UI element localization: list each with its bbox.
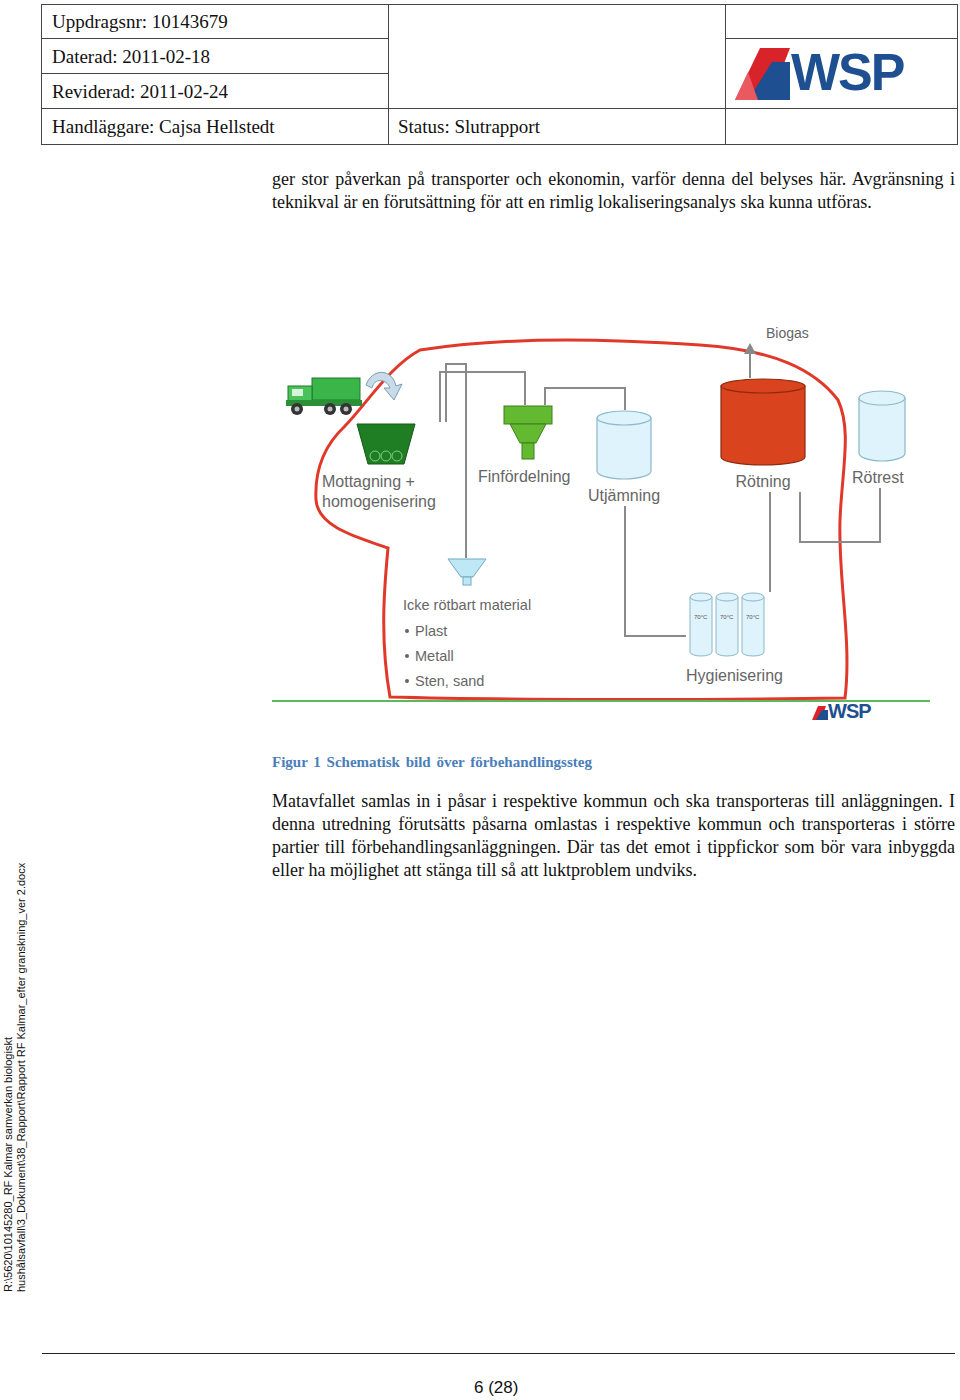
logo-text: WSP (828, 700, 871, 723)
pipe-connector (800, 488, 880, 542)
equipment-icon (596, 410, 652, 480)
figure-caption: Figur 1 Schematisk bild över förbehandli… (272, 754, 592, 771)
header-cell: Status: Slutrapport (398, 116, 540, 138)
header-table (42, 5, 958, 145)
node-label: Utjämning (588, 486, 660, 506)
node-label: Rötrest (852, 468, 904, 488)
list-text: Metall (415, 646, 454, 666)
bullet-dot (405, 679, 409, 683)
logo-mark (735, 48, 790, 100)
body-paragraph: Matavfallet samlas in i påsar i respekti… (272, 790, 955, 882)
logo-text: WSP (791, 42, 903, 102)
bullet-dot (405, 654, 409, 658)
header-cell: Handläggare: Cajsa Hellstedt (52, 116, 275, 138)
process-node: Icke rötbart materialPlastMetallSten, sa… (403, 558, 531, 691)
equipment-icon (503, 405, 553, 461)
biogas-arrow (744, 343, 756, 378)
temperature-label: 70°C (720, 614, 733, 620)
pipe-connector (625, 506, 686, 636)
process-node: Utjämning (588, 410, 660, 506)
list-item: Sten, sand (403, 671, 484, 691)
temperature-label: 70°C (694, 614, 707, 620)
dump-arrow (366, 372, 402, 400)
list-item: Plast (403, 621, 447, 641)
bullet-dot (405, 629, 409, 633)
header-cell: Uppdragsnr: 10143679 (52, 11, 228, 33)
process-node: Finfördelning (478, 405, 571, 487)
pipe-connector (545, 388, 625, 410)
truck-illustration (286, 378, 362, 415)
body-paragraph: ger stor påverkan på transporter och eko… (272, 168, 955, 214)
pipe-connector (446, 364, 466, 558)
process-node: Rötrest (852, 390, 906, 488)
page-number: 6 (28) (474, 1378, 518, 1398)
header-cell: Daterad: 2011-02-18 (52, 46, 210, 68)
file-path: hushålsavfall\3_Dokument\38_Rapport\Rapp… (15, 863, 28, 1292)
footer-rule (42, 1353, 955, 1354)
logo-mark-small (812, 706, 828, 720)
equipment-icon (688, 592, 768, 660)
equipment-icon (447, 558, 487, 586)
process-node: Rötning (720, 378, 806, 492)
node-label: Mottagning + homogenisering (322, 472, 452, 512)
node-label: Finfördelning (478, 467, 571, 487)
plant-boundary (316, 340, 847, 699)
process-node: Mottagning + homogenisering (322, 422, 452, 512)
output-label: Biogas (766, 325, 809, 341)
process-node: Hygienisering (686, 592, 783, 686)
list-text: Sten, sand (415, 671, 484, 691)
list-heading: Icke rötbart material (403, 594, 531, 616)
temperature-label: 70°C (746, 614, 759, 620)
list-item: Metall (403, 646, 454, 666)
header-cell: Reviderad: 2011-02-24 (52, 81, 228, 103)
equipment-icon (355, 422, 417, 466)
equipment-icon (858, 390, 906, 462)
equipment-icon (720, 378, 806, 466)
file-path: R:\5620\10145280_RF Kalmar samverkan bio… (2, 1037, 15, 1292)
node-label: Hygienisering (686, 666, 783, 686)
list-text: Plast (415, 621, 447, 641)
pipe-connector (769, 492, 771, 592)
node-label: Rötning (735, 472, 790, 492)
